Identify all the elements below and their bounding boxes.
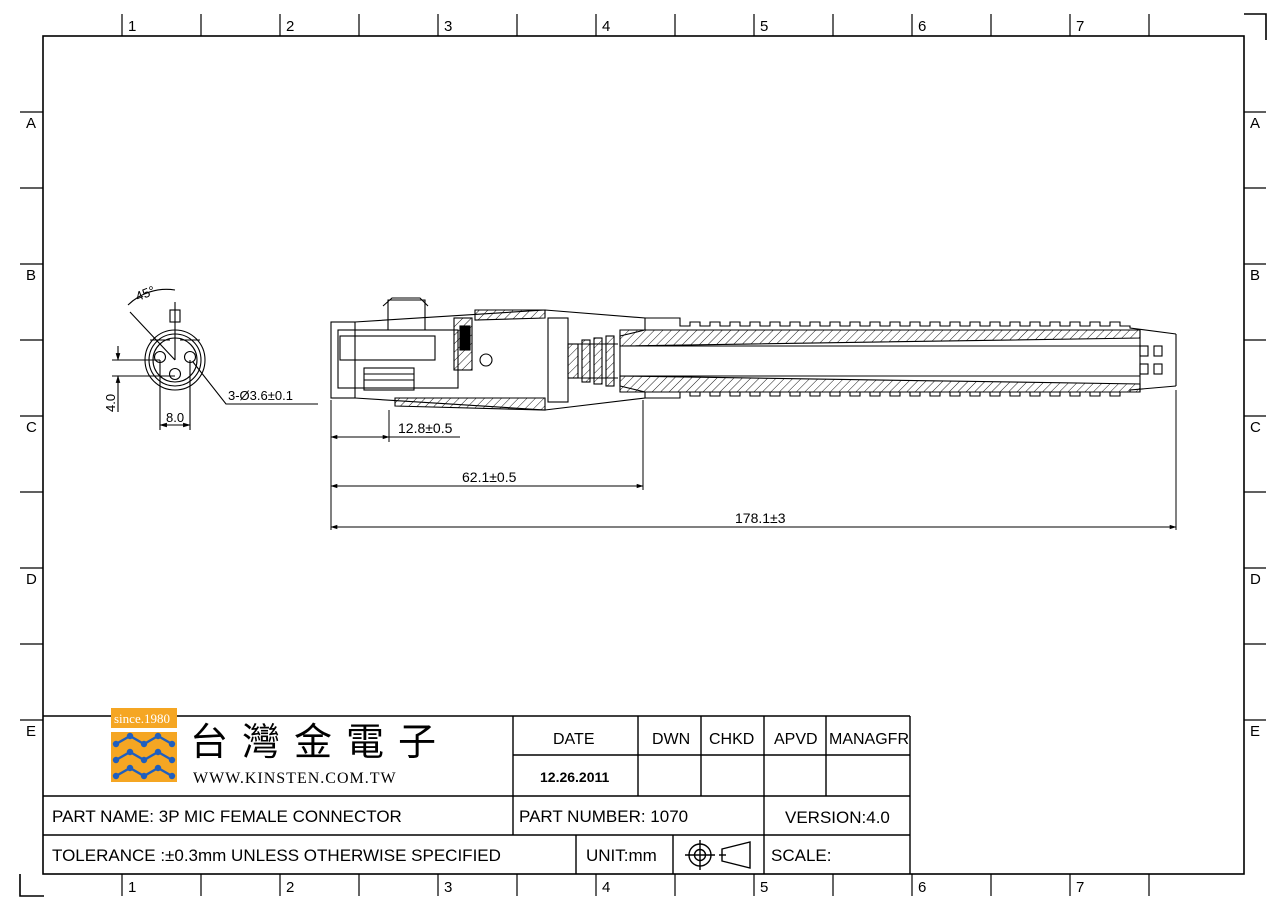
company-name-cn: 台灣金電子 bbox=[190, 720, 450, 764]
apvd-header: APVD bbox=[774, 731, 818, 748]
col-label-top: 7 bbox=[1076, 18, 1084, 35]
dim-62-1-label: 62.1±0.5 bbox=[462, 469, 517, 485]
zone-ticks bbox=[20, 14, 1266, 896]
zone-labels: 1 2 3 4 5 6 7 1 2 3 4 5 6 7 A B C D E A … bbox=[26, 18, 1261, 896]
col-label-top: 1 bbox=[128, 18, 136, 35]
tolerance-note: TOLERANCE :±0.3mm UNLESS OTHERWISE SPECI… bbox=[52, 846, 501, 865]
col-label-top: 5 bbox=[760, 18, 768, 35]
col-label-bottom: 5 bbox=[760, 879, 768, 896]
title-block bbox=[43, 715, 911, 874]
row-label-left: C bbox=[26, 419, 37, 436]
dwn-header: DWN bbox=[652, 731, 690, 748]
date-value: 12.26.2011 bbox=[540, 769, 610, 785]
row-label-right: B bbox=[1250, 267, 1260, 284]
col-label-top: 4 bbox=[602, 18, 610, 35]
hole-callout: 3-Ø3.6±0.1 bbox=[228, 388, 293, 403]
company-logo: since.1980 bbox=[111, 708, 177, 782]
row-label-left: D bbox=[26, 571, 37, 588]
row-label-right: D bbox=[1250, 571, 1261, 588]
row-label-left: E bbox=[26, 723, 36, 740]
col-label-bottom: 1 bbox=[128, 879, 136, 896]
dim-178-1-label: 178.1±3 bbox=[735, 510, 786, 526]
part-number: PART NUMBER: 1070 bbox=[519, 807, 688, 826]
logo-since-text: since.1980 bbox=[114, 711, 170, 726]
row-label-right: C bbox=[1250, 419, 1261, 436]
row-label-right: A bbox=[1250, 115, 1260, 132]
row-label-left: A bbox=[26, 115, 36, 132]
pin-hole bbox=[168, 367, 182, 381]
dim-12-8-label: 12.8±0.5 bbox=[398, 420, 453, 436]
chkd-header: CHKD bbox=[709, 731, 754, 748]
connector-side-view bbox=[330, 297, 1177, 411]
col-label-bottom: 7 bbox=[1076, 879, 1084, 896]
row-label-left: B bbox=[26, 267, 36, 284]
unit-label: UNIT:mm bbox=[586, 846, 657, 865]
col-label-bottom: 6 bbox=[918, 879, 926, 896]
front-view bbox=[112, 288, 318, 430]
col-label-top: 2 bbox=[286, 18, 294, 35]
date-header: DATE bbox=[553, 731, 594, 748]
sheet-border bbox=[19, 13, 1267, 897]
col-label-bottom: 3 bbox=[444, 879, 452, 896]
dimension-lines bbox=[330, 390, 1177, 530]
col-label-bottom: 4 bbox=[602, 879, 610, 896]
version: VERSION:4.0 bbox=[785, 808, 890, 827]
row-label-right: E bbox=[1250, 723, 1260, 740]
dim-8-label: 8.0 bbox=[166, 410, 184, 425]
col-label-top: 6 bbox=[918, 18, 926, 35]
company-website: WWW.KINSTEN.COM.TW bbox=[193, 770, 397, 787]
col-label-top: 3 bbox=[444, 18, 452, 35]
dim-4-label: 4.0 bbox=[103, 394, 118, 412]
projection-symbol-icon bbox=[685, 840, 751, 870]
scale-label: SCALE: bbox=[771, 846, 831, 865]
col-label-bottom: 2 bbox=[286, 879, 294, 896]
angle-label: 45° bbox=[133, 283, 157, 304]
part-name: PART NAME: 3P MIC FEMALE CONNECTOR bbox=[52, 807, 402, 826]
managfr-header: MANAGFR bbox=[829, 731, 909, 748]
